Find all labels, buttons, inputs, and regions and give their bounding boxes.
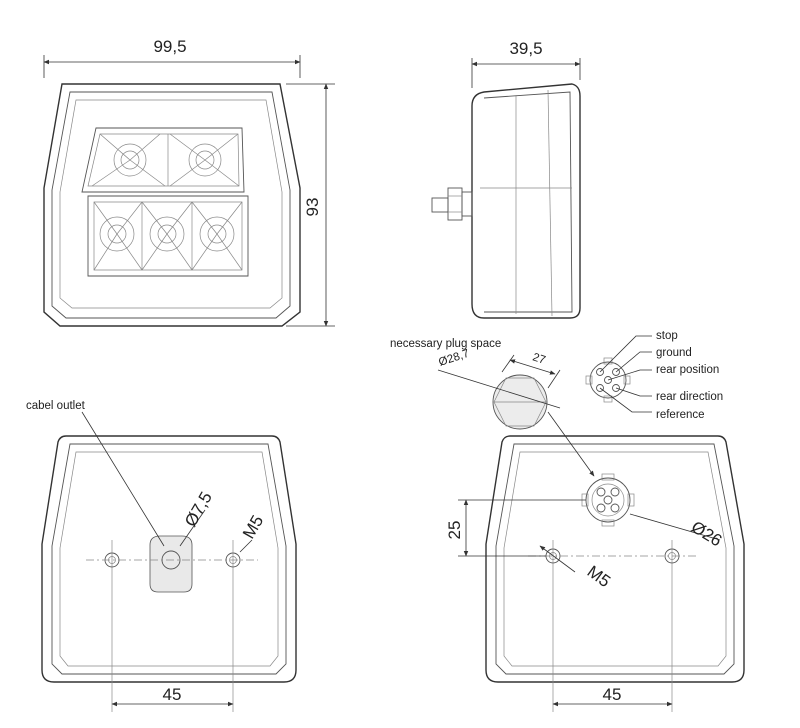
dim-cable-outlet: Ø7,5 [181,489,216,530]
dim-screw-right: M5 [584,562,614,591]
dim-connector-offset: 25 [445,521,464,540]
plug-space-diagram [437,354,561,430]
dim-front-height: 93 [303,198,322,217]
dim-connector-diameter: Ø26 [688,517,725,550]
pin-label-rear-direction: rear direction [656,391,723,403]
dim-side-depth: 39,5 [509,39,542,58]
dim-hole-spacing-left: 45 [163,685,182,704]
cable-outlet-label: cabel outlet [26,400,86,412]
pin-label-ground: ground [656,347,692,359]
side-view [431,58,581,319]
dim-screw-left: M5 [239,512,267,542]
pinout-diagram [585,335,652,413]
pin-label-rear-position: rear position [656,364,719,376]
rear-view-left [41,411,297,712]
plug-space-label: necessary plug space [390,338,501,350]
dim-hole-spacing-right: 45 [603,685,622,704]
dim-plug-width: 27 [531,351,547,366]
dim-plug-diameter: Ø28,7 [437,348,471,369]
pin-label-reference: reference [656,409,705,421]
pin-label-stop: stop [656,330,678,342]
reflector-pattern [91,133,243,271]
front-view [43,55,335,327]
rear-view-right [458,411,745,712]
dim-front-width: 99,5 [153,37,186,56]
